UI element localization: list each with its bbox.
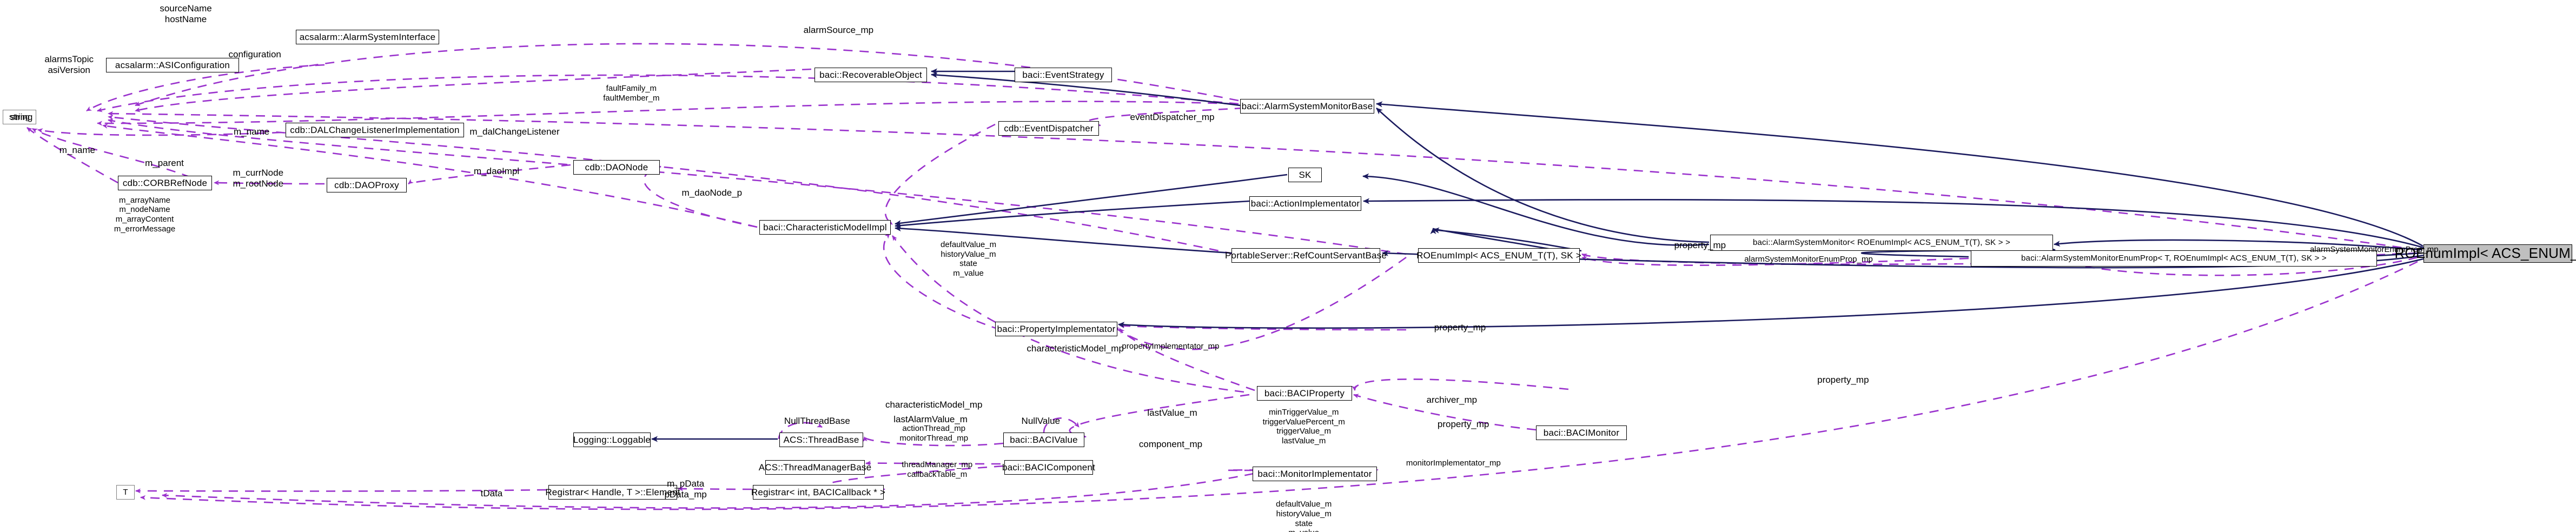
class-node-bacicomponent[interactable]: baci::BACIComponent [1002,460,1095,475]
class-node-registrar_cb[interactable]: Registrar< int, BACICallback * > [751,485,885,500]
class-node-baciproperty[interactable]: baci::BACIProperty [1257,386,1352,401]
class-node-dalchangelistener[interactable]: cdb::DALChangeListenerImplementation [286,123,464,137]
class-node-alarmsysiface[interactable]: acsalarm::AlarmSystemInterface [296,30,439,44]
class-node-roenumimpl_c[interactable]: ROEnumImpl< ACS_ENUM_C > [2395,244,2576,263]
class-node-corbrefnode[interactable]: cdb::CORBRefNode [118,176,212,190]
class-node-sk[interactable]: SK [1288,168,1322,182]
class-node-asiconfig[interactable]: acsalarm::ASIConfiguration [106,58,239,72]
class-node-daonode[interactable]: cdb::DAONode [573,160,660,175]
class-node-propertyimpl[interactable]: baci::PropertyImplementator [995,322,1117,336]
class-node-threadmanagerbase[interactable]: ACS::ThreadManagerBase [759,460,871,475]
class-node-string[interactable]: string [3,110,36,124]
class-node-charmodelimpl[interactable]: baci::CharacteristicModelImpl [759,220,891,235]
class-node-alarmsysmon_t[interactable]: baci::AlarmSystemMonitor< ROEnumImpl< AC… [1710,235,2053,251]
class-node-bacivalue[interactable]: baci::BACIValue [1003,433,1084,447]
class-node-bacimonitor[interactable]: baci::BACIMonitor [1536,425,1627,440]
class-node-alarmsysmonbase[interactable]: baci::AlarmSystemMonitorBase [1240,99,1374,114]
class-node-alarmsysmonenum[interactable]: baci::AlarmSystemMonitorEnumProp< T, ROE… [1971,250,2377,267]
class-node-eventdispatcher[interactable]: cdb::EventDispatcher [998,121,1099,136]
class-node-T[interactable]: T [116,485,135,500]
class-node-recoverableobject[interactable]: baci::RecoverableObject [814,68,927,82]
class-node-monitorimplementator[interactable]: baci::MonitorImplementator [1253,467,1377,481]
class-node-threadbase[interactable]: ACS::ThreadBase [779,433,863,447]
class-node-loggable[interactable]: Logging::Loggable [573,433,651,447]
class-node-registrar_elem[interactable]: Registrar< Handle, T >::Element [545,485,680,500]
class-node-eventstrategy[interactable]: baci::EventStrategy [1015,68,1112,82]
class-node-daoproxy[interactable]: cdb::DAOProxy [327,178,407,192]
class-node-actionimplementator[interactable]: baci::ActionImplementator [1249,196,1361,211]
class-node-roenumimpl_t[interactable]: ROEnumImpl< ACS_ENUM_T(T), SK > [1416,248,1581,263]
class-node-refcountservant[interactable]: PortableServer::RefCountServantBase [1225,248,1387,263]
